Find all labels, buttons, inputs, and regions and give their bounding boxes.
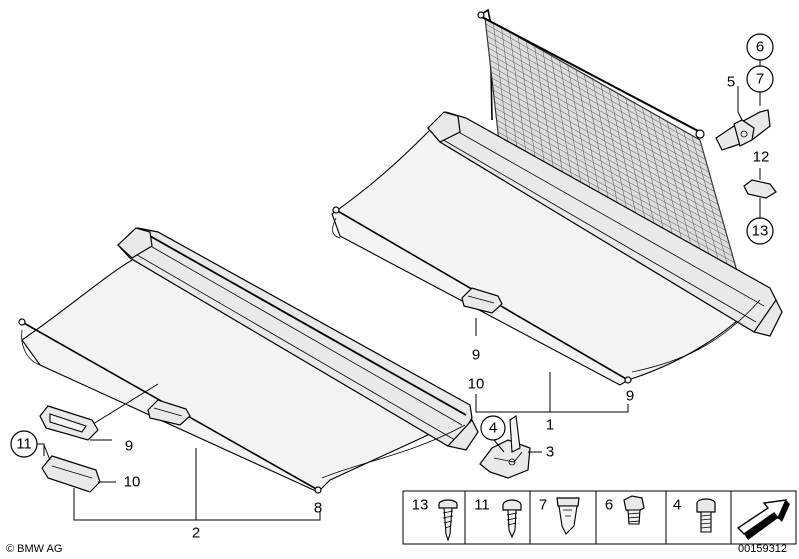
callout-2: 2 <box>192 525 200 542</box>
net-strand <box>497 125 733 257</box>
callout-4: 4 <box>489 420 497 437</box>
net-strand <box>487 41 708 167</box>
net-strand <box>486 35 706 160</box>
luggage-cover-left <box>18 227 479 521</box>
arrow-pointer-icon <box>736 499 790 540</box>
hinge-bracket-part-5 <box>715 86 771 151</box>
callout-10-right: 10 <box>468 376 485 393</box>
callout-7-circle: 7 <box>746 65 774 93</box>
fastener-legend: 13 11 7 6 4 <box>402 490 797 545</box>
net-strand <box>485 23 702 147</box>
callout-9-left: 9 <box>125 438 133 455</box>
callout-1: 1 <box>546 417 554 434</box>
hex-bolt-icon <box>623 495 645 525</box>
callout-10-left: 10 <box>124 474 141 491</box>
callout-3: 3 <box>546 444 554 461</box>
callout-13: 13 <box>752 223 769 240</box>
net-strand <box>492 83 721 212</box>
net-strand <box>488 47 710 173</box>
net-strand <box>493 95 724 225</box>
callout-7: 7 <box>756 71 764 88</box>
net-strand <box>495 113 730 244</box>
callout-6: 6 <box>756 39 764 56</box>
clip-nut-icon <box>556 497 580 535</box>
net-strand <box>493 89 722 218</box>
net-strand <box>491 71 717 199</box>
legend-label-7: 7 <box>539 497 547 514</box>
callout-4-circle: 4 <box>480 415 506 441</box>
net-strand <box>489 59 713 186</box>
socket-bolt-icon <box>696 498 716 533</box>
callout-5: 5 <box>727 74 735 91</box>
net-strand <box>494 101 726 231</box>
callout-12: 12 <box>753 149 770 166</box>
net-strand <box>486 29 704 154</box>
net-strand <box>497 131 735 263</box>
net-strand <box>488 53 712 179</box>
callout-6-circle: 6 <box>746 33 774 61</box>
callout-13-circle: 13 <box>746 217 774 245</box>
callout-9-right-upper: 9 <box>472 347 480 364</box>
legend-label-11: 11 <box>474 497 490 514</box>
brand-copyright: © BMW AG <box>6 543 62 555</box>
handle-trim-part-9 <box>39 405 112 441</box>
oval-head-screw-icon <box>502 499 522 539</box>
bracket-part-3 <box>479 415 542 479</box>
callout-11-circle: 11 <box>10 430 38 458</box>
legend-label-6: 6 <box>605 497 613 514</box>
net-strand <box>495 107 728 238</box>
legend-label-13: 13 <box>412 497 429 514</box>
callout-8: 8 <box>314 500 322 517</box>
cover-plate-part-10 <box>41 444 116 493</box>
luggage-cover-right <box>331 8 783 413</box>
callout-11: 11 <box>16 436 32 453</box>
legend-label-4: 4 <box>673 497 681 514</box>
net-strand <box>491 77 719 205</box>
net-strand <box>496 119 732 250</box>
diagram-number: 00159312 <box>738 543 787 555</box>
tapping-screw-icon <box>438 499 458 542</box>
clip-part-12 <box>743 168 777 218</box>
net-strand <box>490 65 715 192</box>
callout-9-right-lower: 9 <box>626 388 634 405</box>
